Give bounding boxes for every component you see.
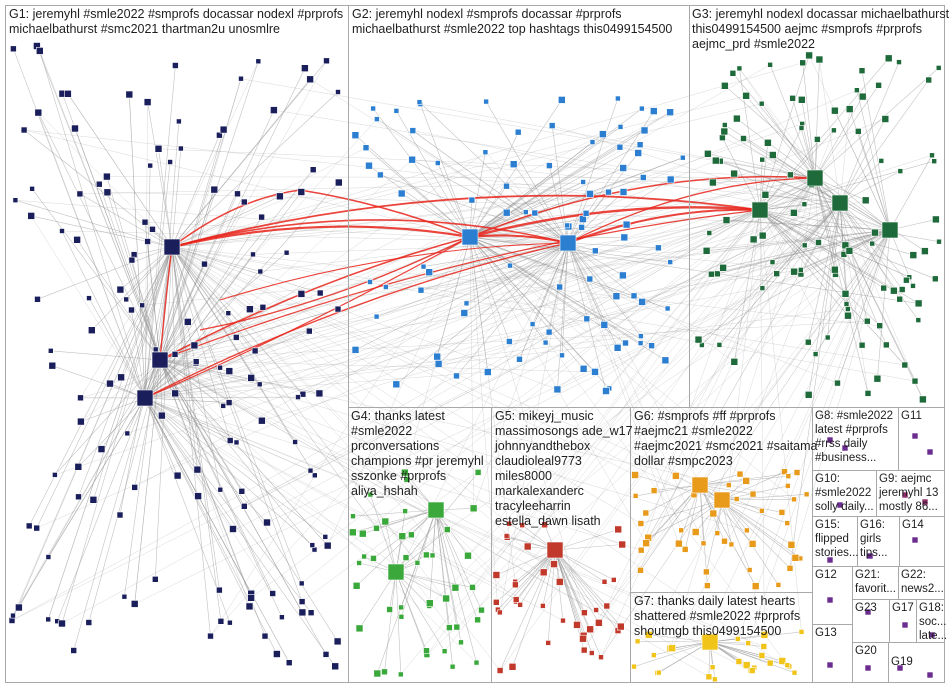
group-box-g8 bbox=[812, 407, 899, 471]
group-box-g7 bbox=[630, 592, 813, 683]
group-box-g13 bbox=[812, 624, 853, 683]
group-box-g19 bbox=[888, 642, 945, 683]
group-box-g11 bbox=[898, 407, 945, 471]
group-box-g18 bbox=[916, 599, 945, 643]
group-box-g3 bbox=[689, 5, 945, 408]
group-box-g5 bbox=[491, 407, 631, 683]
group-box-g14 bbox=[899, 516, 945, 567]
group-box-g4 bbox=[348, 407, 492, 683]
group-box-g20 bbox=[852, 642, 889, 683]
group-box-g2 bbox=[348, 5, 690, 408]
group-box-g6 bbox=[630, 407, 813, 593]
group-box-g22 bbox=[898, 566, 945, 600]
group-box-g16 bbox=[857, 516, 900, 567]
group-box-g9 bbox=[876, 470, 945, 517]
group-box-g1 bbox=[5, 5, 349, 683]
group-box-g23 bbox=[852, 599, 890, 643]
group-box-g12 bbox=[812, 566, 853, 625]
group-box-g10 bbox=[812, 470, 877, 517]
group-box-g21 bbox=[852, 566, 899, 600]
group-box-g17 bbox=[889, 599, 917, 643]
group-box-g15 bbox=[812, 516, 858, 567]
